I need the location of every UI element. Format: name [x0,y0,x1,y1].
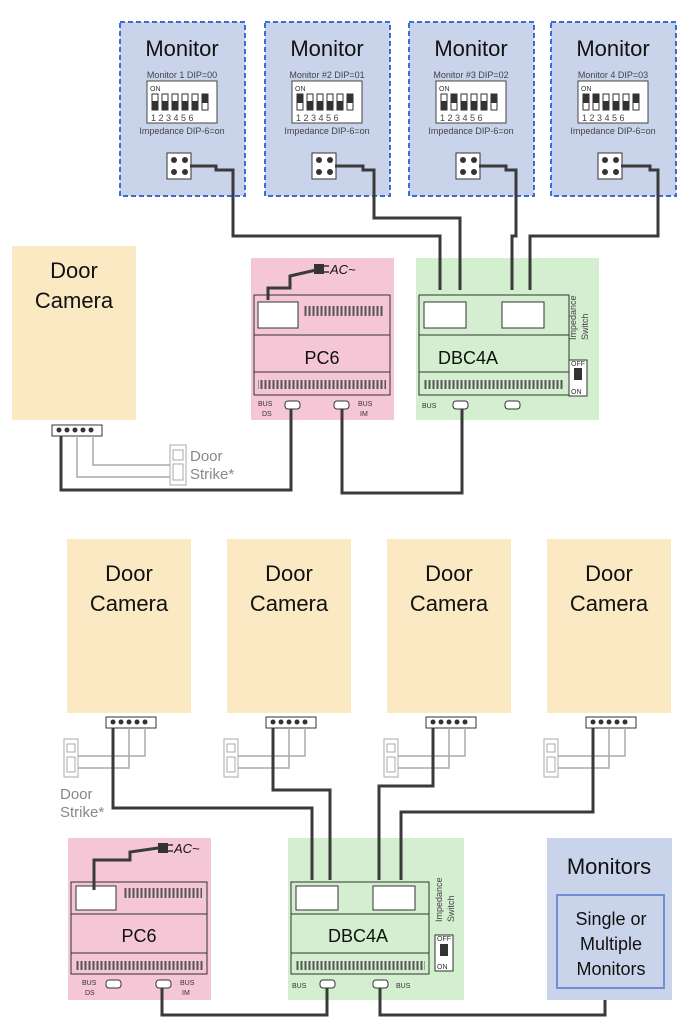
bottom-door-camera-2-line2: Camera [250,591,329,616]
monitors-box: Monitors Single or Multiple Monitors [547,838,672,1000]
bottom-dbc4a-impedance-1: Impedance [434,877,444,922]
monitor-3: Monitor Monitor #3 DIP=02 ON 1 2 3 4 5 6… [408,21,535,197]
monitor-3-dip-label: Monitor #3 DIP=02 [433,70,508,80]
top-dbc4a-impedance-2: Switch [580,313,590,340]
bottom-dbc4a-on: ON [437,964,448,971]
monitor-4-title: Monitor [576,36,649,61]
bottom-pc6-bus-im-2: IM [182,990,190,997]
top-pc6-bus-im-2: IM [360,411,368,418]
bottom-pc6-bus-ds-1: BUS [82,980,97,987]
bottom-dbc4a-bus-left: BUS [292,983,307,990]
monitor-1-impedance: Impedance DIP-6=on [139,126,224,136]
bottom-wiring [92,728,607,1017]
dip-switch: ON 1 2 3 4 5 6 [146,80,218,124]
bottom-dbc4a-off: OFF [437,936,451,943]
bottom-door-camera-3-line2: Camera [410,591,489,616]
bottom-door-camera-4-line1: Door [585,561,633,586]
dip-numbers: 1 2 3 4 5 6 [582,113,625,123]
impedance-switch: OFF ON [568,359,588,397]
bottom-door-camera-2: Door Camera [227,539,351,713]
dip-on-label: ON [150,86,161,93]
top-door-strike: Door Strike* [169,444,234,486]
monitor-4: Monitor Monitor 4 DIP=03 ON 1 2 3 4 5 6 … [550,21,677,197]
monitor-3-title: Monitor [434,36,507,61]
bottom-door-camera-1-line1: Door [105,561,153,586]
monitor-1-title: Monitor [145,36,218,61]
monitor-2-title: Monitor [290,36,363,61]
bottom-dbc4a-impedance-2: Switch [446,895,456,922]
bottom-camera-terminals [105,716,637,729]
bottom-door-camera-3-line1: Door [425,561,473,586]
impedance-switch: OFF ON [434,934,454,972]
top-wiring [59,164,660,495]
dip-on-label: ON [439,86,450,93]
bottom-door-camera-3: Door Camera [387,539,511,713]
dip-switch: ON 1 2 3 4 5 6 [291,80,363,124]
terminal-block [311,152,337,180]
bottom-door-strike-line2: Strike* [60,804,104,821]
dip-numbers: 1 2 3 4 5 6 [296,113,339,123]
dip-on-label: ON [295,86,306,93]
monitors-box-line3: Monitors [576,959,645,979]
top-door-strike-line2: Strike* [190,466,234,483]
bottom-door-strike-line1: Door [60,786,93,803]
top-pc6-name: PC6 [304,348,339,368]
monitor-1: Monitor Monitor 1 DIP=00 ON 1 2 3 4 5 6 … [119,21,246,197]
dip-switch: ON 1 2 3 4 5 6 [577,80,649,124]
top-pc6: PC6 AC~ BUS DS BUS IM [251,258,394,420]
top-door-strike-line1: Door [190,448,223,465]
monitor-2-dip-label: Monitor #2 DIP=01 [289,70,364,80]
monitor-2: Monitor Monitor #2 DIP=01 ON 1 2 3 4 5 6… [264,21,391,197]
top-door-camera-line2: Camera [35,288,114,313]
dip-numbers: 1 2 3 4 5 6 [440,113,483,123]
monitor-2-impedance: Impedance DIP-6=on [284,126,369,136]
bottom-door-camera-1-line2: Camera [90,591,169,616]
bottom-dbc4a: DBC4A BUS BUS Impedance Switch OFF ON [288,838,464,1000]
top-pc6-bus-im-1: BUS [358,401,373,408]
top-dbc4a-on: ON [571,389,582,396]
top-dbc4a-off: OFF [571,361,585,368]
top-pc6-bus-ds-1: BUS [258,401,273,408]
top-dbc4a: DBC4A BUS Impedance Switch OFF ON [416,258,599,420]
monitors-box-title: Monitors [567,854,651,879]
terminal-block [455,152,481,180]
top-dbc4a-bus: BUS [422,403,437,410]
bottom-door-camera-4-line2: Camera [570,591,649,616]
top-door-camera: Door Camera [12,246,136,420]
bottom-pc6-ac: AC~ [173,841,200,856]
top-dbc4a-impedance-1: Impedance [568,295,578,340]
power-plug-icon [158,843,173,853]
bottom-pc6: PC6 AC~ BUS DS BUS IM [68,838,211,1000]
top-pc6-bus-ds-2: DS [262,411,272,418]
monitor-1-dip-label: Monitor 1 DIP=00 [147,70,217,80]
bottom-dbc4a-bus-right: BUS [396,983,411,990]
top-dbc4a-name: DBC4A [438,348,498,368]
bottom-pc6-bus-im-1: BUS [180,980,195,987]
top-door-camera-line1: Door [50,258,98,283]
dip-switch: ON 1 2 3 4 5 6 [435,80,507,124]
terminal-block [166,152,192,180]
bottom-pc6-name: PC6 [121,926,156,946]
bottom-door-strikes: Door Strike* [60,728,626,821]
bottom-door-camera-4: Door Camera [547,539,671,713]
terminal-block [597,152,623,180]
bottom-dbc4a-name: DBC4A [328,926,388,946]
power-plug-icon [314,264,329,274]
top-camera-terminal [51,424,103,437]
bottom-door-camera-1: Door Camera [67,539,191,713]
dip-numbers: 1 2 3 4 5 6 [151,113,194,123]
monitors-box-line2: Multiple [580,934,642,954]
dip-on-label: ON [581,86,592,93]
monitor-3-impedance: Impedance DIP-6=on [428,126,513,136]
bottom-door-camera-2-line1: Door [265,561,313,586]
monitors-box-line1: Single or [575,909,646,929]
monitor-4-dip-label: Monitor 4 DIP=03 [578,70,648,80]
monitor-4-impedance: Impedance DIP-6=on [570,126,655,136]
bottom-pc6-bus-ds-2: DS [85,990,95,997]
top-pc6-ac: AC~ [329,262,356,277]
